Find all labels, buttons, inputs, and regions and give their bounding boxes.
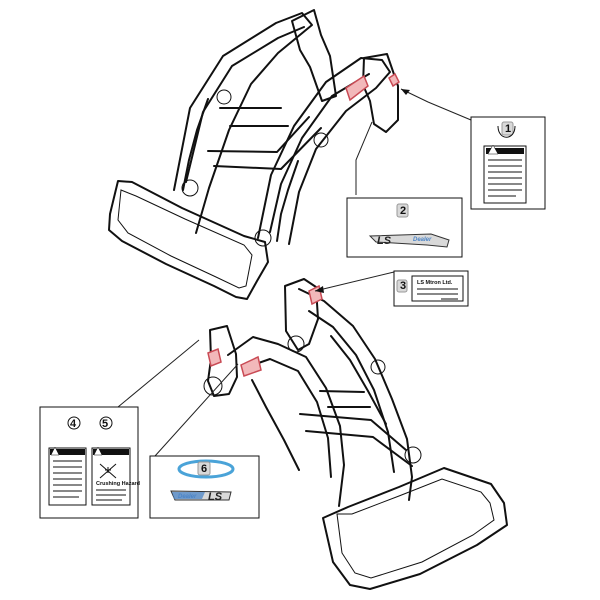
upper-cross-tube-1 bbox=[207, 116, 310, 153]
lower-pin-2 bbox=[287, 335, 305, 353]
callout-2-sticker-text: LS bbox=[377, 235, 392, 247]
callout-4-circle bbox=[67, 416, 81, 430]
callout-4-header-bar bbox=[50, 449, 85, 455]
upper-red-decal bbox=[345, 74, 369, 102]
callout-5-illustration bbox=[99, 463, 117, 479]
upper-red-decal-small bbox=[388, 72, 400, 88]
callout-5-sticker-outline bbox=[91, 447, 131, 506]
callout-6-label: 6 bbox=[201, 463, 207, 475]
callout-1-hook bbox=[497, 125, 516, 138]
callout-box-4-5: 4 5 WARNING WARNING Crushing Hazard bbox=[39, 406, 140, 519]
callout-6-highlight-ring bbox=[177, 459, 235, 479]
lower-pin-1 bbox=[203, 376, 223, 396]
callout-6-blue-band bbox=[172, 492, 205, 499]
leader-1-arrow-icon bbox=[401, 89, 410, 95]
lower-cross-tube-1 bbox=[299, 413, 407, 451]
lower-pin-3 bbox=[370, 359, 386, 375]
callout-4-lines bbox=[53, 460, 82, 498]
upper-right-arm bbox=[257, 57, 391, 245]
callout-1-header-bar bbox=[486, 148, 524, 154]
callout-box-4-5-frame bbox=[39, 406, 139, 519]
callout-5-sticker-text: WARNING bbox=[101, 450, 128, 456]
upper-pin-3 bbox=[216, 89, 232, 105]
upper-cylinder-left bbox=[182, 98, 209, 191]
leader-3 bbox=[314, 271, 395, 292]
callout-2-label: 2 bbox=[400, 205, 406, 217]
callout-5-circle bbox=[99, 416, 113, 430]
callout-3-lines bbox=[417, 288, 458, 300]
upper-bucket-outline bbox=[108, 180, 269, 300]
lower-cylinder-left bbox=[251, 379, 300, 471]
callout-2-sticker bbox=[368, 233, 450, 248]
lower-left-mount bbox=[207, 325, 238, 397]
lower-right-arm-inner bbox=[308, 310, 395, 473]
lower-bucket-inner bbox=[336, 478, 495, 579]
upper-bucket-inner bbox=[117, 189, 253, 289]
leader-4 bbox=[117, 339, 200, 408]
upper-left-mount bbox=[291, 9, 337, 102]
upper-right-arm-inner bbox=[269, 73, 370, 233]
leader-1 bbox=[400, 88, 472, 121]
callout-3-badge bbox=[396, 279, 408, 293]
upper-left-arm bbox=[173, 12, 313, 234]
lower-cross-tube-3 bbox=[319, 390, 365, 393]
leader-6 bbox=[154, 363, 239, 457]
callout-1-sticker-outline bbox=[483, 145, 527, 204]
callout-5-label: 5 bbox=[102, 418, 108, 430]
callout-4-label: 4 bbox=[70, 418, 77, 430]
lower-left-arm-inner bbox=[243, 358, 332, 478]
callout-box-3: 3 LS Mtron Ltd. bbox=[393, 270, 469, 307]
upper-pin-1 bbox=[181, 179, 199, 197]
callout-box-6: 6 LS Dealer bbox=[149, 455, 260, 519]
upper-cross-tube-2 bbox=[213, 127, 322, 170]
upper-cylinder-right bbox=[276, 160, 299, 242]
lower-left-arm bbox=[227, 336, 345, 507]
upper-right-mount bbox=[362, 53, 399, 133]
upper-pin-2 bbox=[254, 229, 272, 247]
lower-pin-4 bbox=[404, 446, 422, 464]
callout-2-secondary-text: Dealer bbox=[413, 237, 432, 243]
leader-2 bbox=[355, 121, 373, 195]
lower-red-decal-3 bbox=[240, 355, 262, 377]
callout-box-1: 1 WARNING bbox=[470, 116, 546, 210]
leader-3-arrow-icon bbox=[315, 286, 324, 293]
callout-6-badge bbox=[197, 461, 211, 476]
lower-red-decal-2 bbox=[207, 347, 222, 368]
upper-loader-assembly bbox=[108, 9, 400, 300]
callout-3-sticker-outline bbox=[411, 275, 464, 302]
callout-5-lines bbox=[96, 489, 126, 501]
callout-5-header-bar bbox=[93, 449, 129, 455]
lower-cross-tube-2 bbox=[305, 430, 413, 467]
callout-4-warning-icon bbox=[50, 446, 60, 456]
callout-1-label: 1 bbox=[505, 123, 511, 135]
callout-1-warning-icon bbox=[487, 144, 499, 155]
callout-5-secondary-text: Crushing Hazard bbox=[96, 481, 140, 487]
callout-4-sticker-outline bbox=[48, 447, 87, 506]
callout-1-sticker-text: WARNING bbox=[493, 149, 520, 155]
callout-6-secondary-text: Dealer bbox=[178, 494, 197, 500]
callout-1-badge bbox=[501, 121, 514, 136]
callout-1-lines bbox=[488, 159, 522, 197]
lower-right-mount bbox=[284, 278, 319, 351]
lower-right-arm bbox=[298, 288, 413, 501]
callout-3-label: 3 bbox=[400, 280, 406, 292]
upper-left-arm-inner bbox=[185, 26, 305, 183]
callout-2-badge bbox=[396, 203, 409, 218]
callout-box-2: 2 LS Dealer bbox=[346, 197, 463, 258]
lower-bucket-outline bbox=[322, 467, 508, 590]
lower-loader-assembly bbox=[203, 278, 508, 590]
callout-4-sticker-text: WARNING bbox=[56, 450, 83, 456]
upper-pin-4 bbox=[313, 132, 329, 148]
lower-cylinder-right bbox=[330, 335, 387, 425]
callout-6-sticker-text: LS bbox=[208, 491, 223, 503]
leader-lines bbox=[117, 88, 472, 457]
callout-5-warning-icon bbox=[93, 446, 103, 456]
callout-3-sticker-text: LS Mtron Ltd. bbox=[417, 280, 453, 286]
